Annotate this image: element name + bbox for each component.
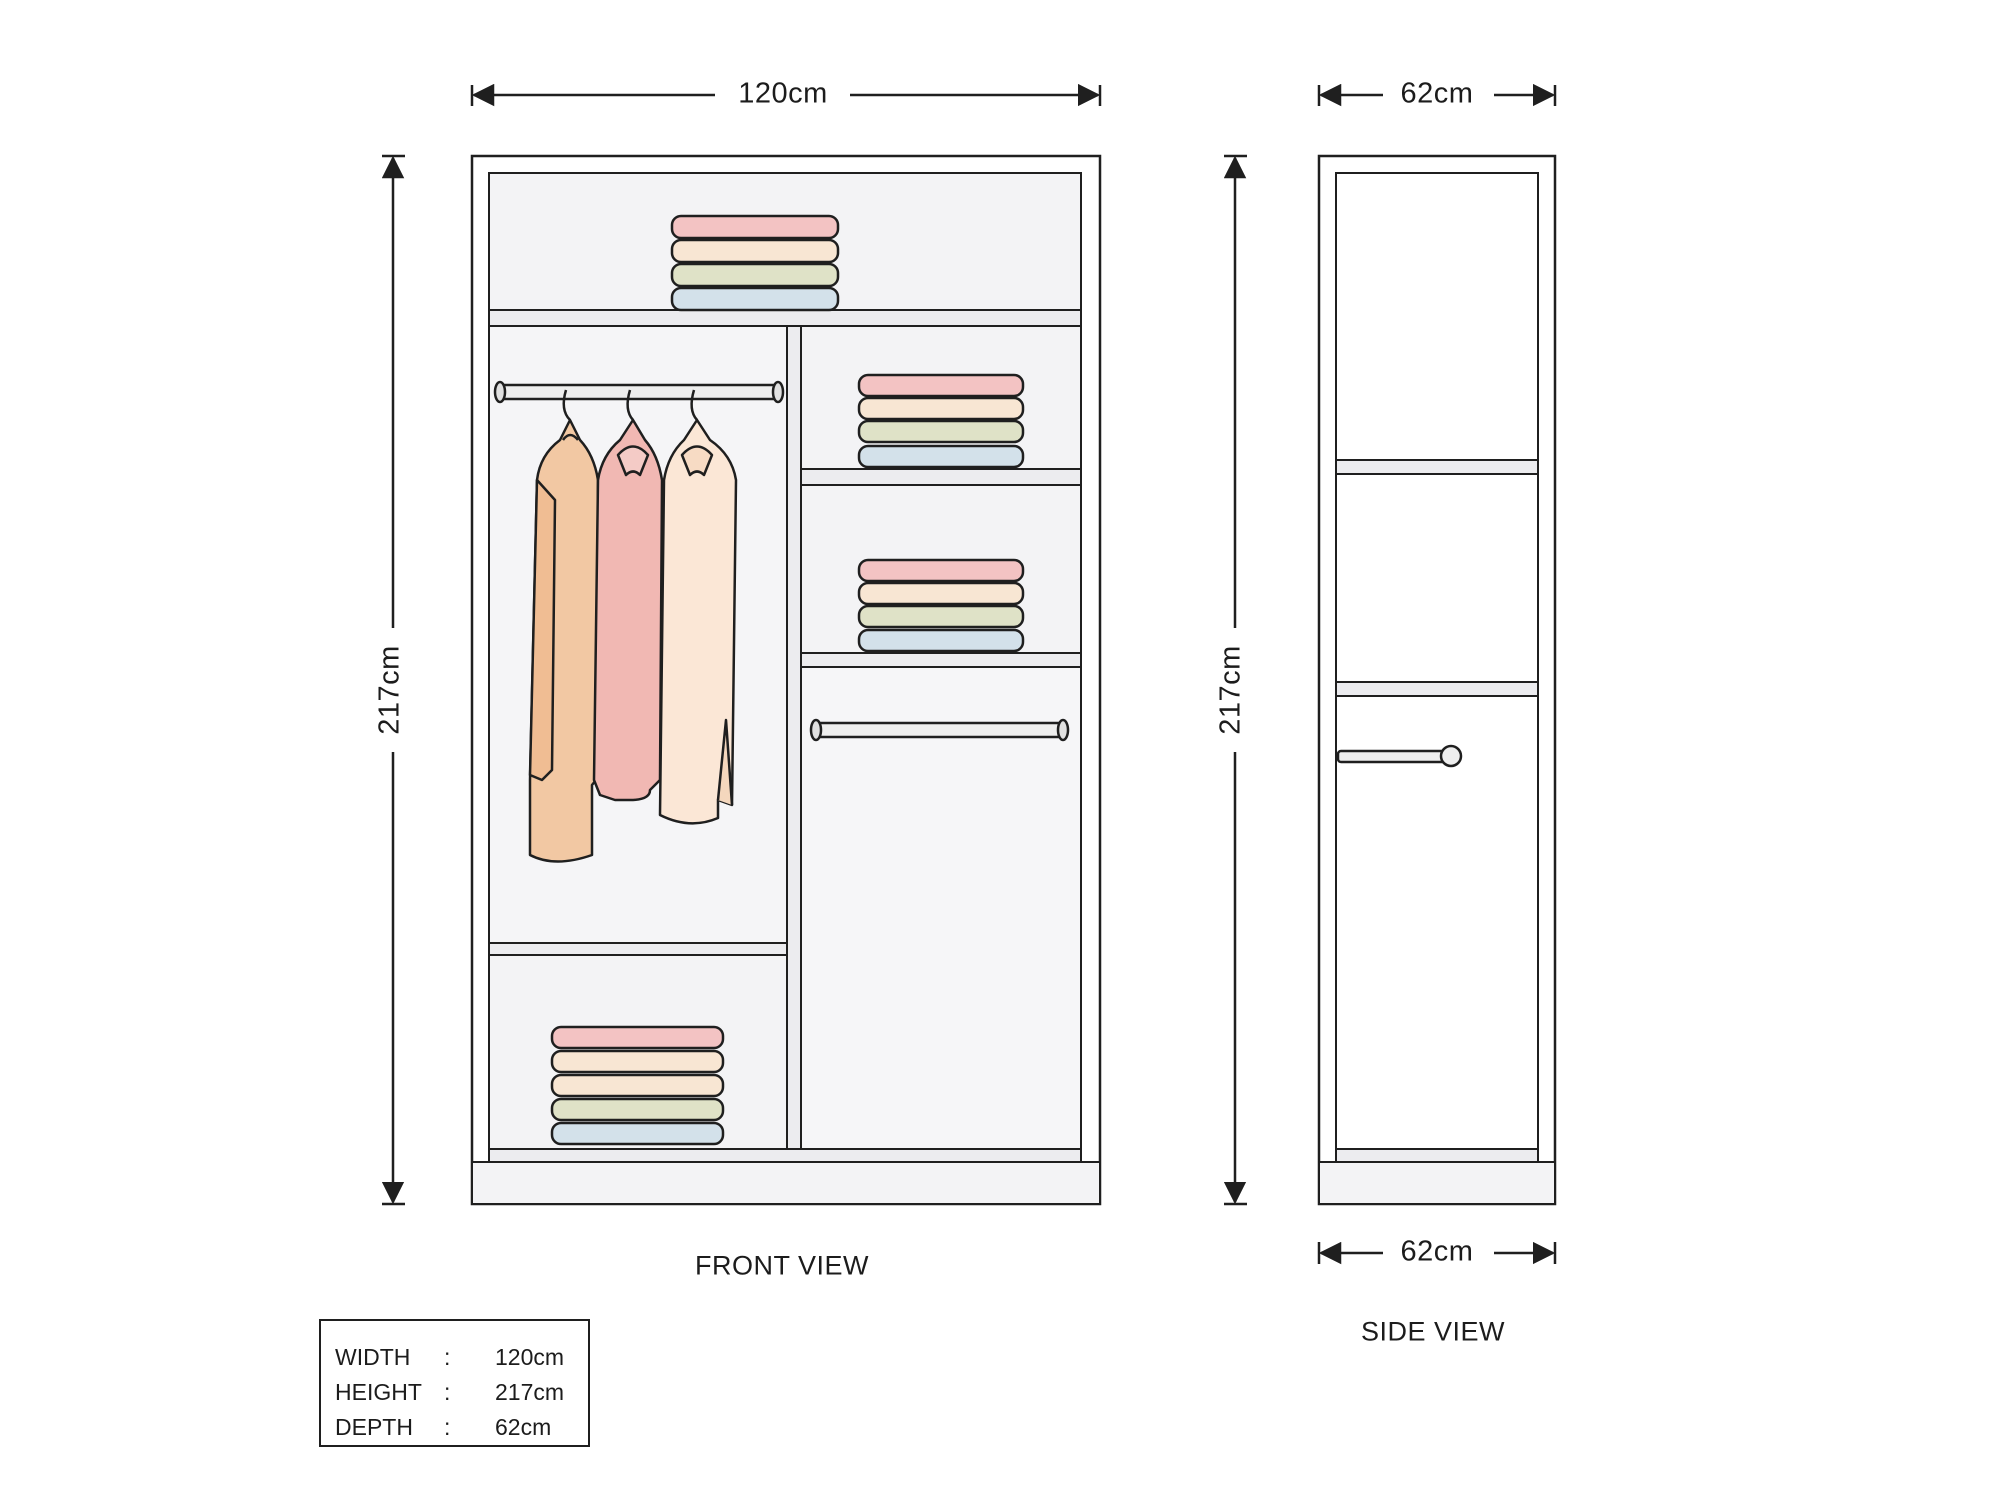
front-view-caption: FRONT VIEW	[694, 1250, 870, 1281]
side-middle-compartment	[1335, 473, 1539, 683]
folded-stack-right-upper	[857, 373, 1025, 469]
spec-separator: :	[444, 1379, 451, 1405]
side-lower-compartment	[1335, 695, 1539, 1150]
bottom-shelf	[488, 1148, 1082, 1163]
top-shelf	[488, 309, 1082, 327]
front-width-dimension	[470, 83, 1102, 107]
side-view-caption: SIDE VIEW	[1360, 1316, 1506, 1347]
side-shelf-1	[1335, 459, 1539, 475]
coat-peach	[528, 389, 600, 863]
right-shelf-1	[800, 468, 1082, 486]
left-lower-shelf	[488, 942, 788, 956]
spec-value: 62cm	[495, 1414, 552, 1440]
folded-stack-right-middle	[857, 558, 1025, 653]
folded-stack-lower-left	[550, 1025, 725, 1146]
center-divider	[786, 325, 802, 1150]
plinth	[471, 1161, 1101, 1205]
right-shelf-2	[800, 652, 1082, 668]
front-width-label: 120cm	[728, 79, 838, 109]
side-top-depth-label: 62cm	[1390, 79, 1484, 109]
side-top-depth-dimension	[1317, 83, 1557, 107]
spec-table: WIDTH : 120cm HEIGHT : 217cm DEPTH : 62c…	[319, 1319, 590, 1447]
side-height-label: 217cm	[1215, 635, 1247, 745]
coat-pink	[592, 389, 664, 802]
spec-separator: :	[444, 1344, 451, 1370]
side-hanging-rod	[1336, 744, 1463, 768]
spec-key: DEPTH	[335, 1414, 413, 1440]
side-cabinet	[1317, 154, 1557, 1206]
side-bottom-shelf	[1335, 1148, 1539, 1163]
left-hanging-rod	[493, 380, 785, 404]
side-height-dimension	[1223, 154, 1247, 1206]
side-bottom-depth-dimension	[1317, 1241, 1557, 1265]
hanging-coats	[528, 389, 738, 863]
spec-value: 217cm	[495, 1379, 565, 1405]
spec-separator: :	[444, 1414, 451, 1440]
folded-stack-top	[670, 214, 840, 312]
side-plinth	[1318, 1161, 1556, 1205]
side-upper-compartment	[1335, 172, 1539, 461]
right-hanging-rod	[809, 718, 1070, 742]
side-bottom-depth-label: 62cm	[1390, 1237, 1484, 1267]
spec-key: HEIGHT	[335, 1379, 422, 1405]
front-height-label: 217cm	[374, 635, 406, 745]
front-height-dimension	[381, 154, 405, 1206]
side-shelf-2	[1335, 681, 1539, 697]
coat-cream	[658, 389, 738, 825]
spec-key: WIDTH	[335, 1344, 411, 1370]
right-lower-compartment	[800, 666, 1082, 1150]
spec-value: 120cm	[495, 1344, 565, 1370]
